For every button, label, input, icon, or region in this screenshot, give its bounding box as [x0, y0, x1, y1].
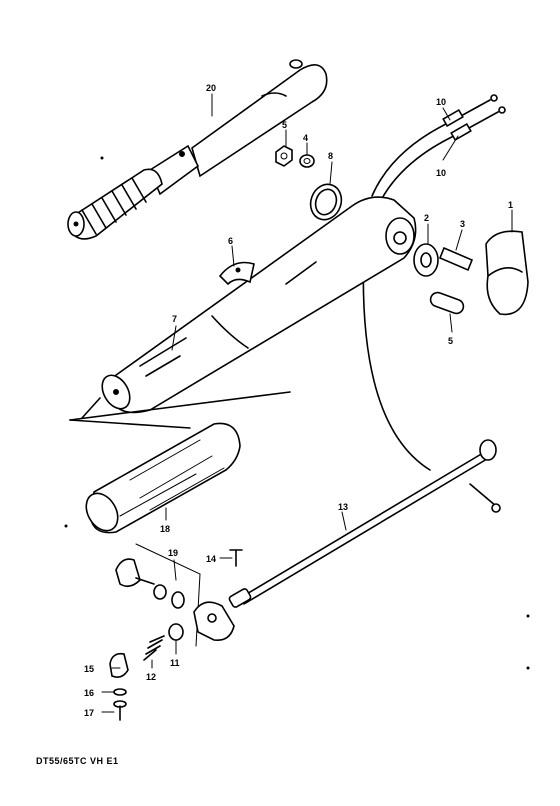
label-10b: 10 [436, 168, 446, 178]
label-11: 11 [170, 658, 180, 668]
label-20: 20 [206, 83, 216, 93]
label-5a: 5 [282, 120, 287, 130]
label-16: 16 [84, 688, 94, 698]
part-14-bolt [229, 549, 243, 567]
part-7-tiller-handle [81, 196, 417, 419]
part-17-screw [113, 700, 127, 721]
leader-lines [101, 93, 513, 713]
label-15: 15 [84, 664, 94, 674]
part-4-washer [299, 154, 315, 168]
part-10-throttle-cables [362, 94, 506, 471]
part-5-sleeve [429, 291, 465, 315]
label-6: 6 [228, 236, 233, 246]
label-10a: 10 [436, 97, 446, 107]
part-8-o-ring [309, 183, 343, 221]
label-12: 12 [146, 672, 156, 682]
label-2: 2 [424, 213, 429, 223]
part-12-spring [143, 635, 165, 661]
diagram-caption: DT55/65TC VH E1 [36, 756, 119, 766]
grip-ribs [81, 177, 147, 235]
part-15-knob [109, 652, 129, 678]
part-1-cover [485, 230, 529, 316]
part-labels: 20 5 4 8 10 10 1 2 3 5 6 7 18 13 19 14 1… [84, 83, 513, 718]
part-18-grip [69, 391, 291, 534]
label-1: 1 [508, 200, 513, 210]
part-5-nut [275, 145, 293, 167]
label-14: 14 [206, 554, 216, 564]
part-16-washer [113, 688, 127, 696]
label-18: 18 [160, 524, 170, 534]
part-3-pin [438, 246, 474, 272]
label-4: 4 [303, 133, 308, 143]
label-13: 13 [338, 502, 348, 512]
label-8: 8 [328, 151, 333, 161]
part-20-tiller-extension [67, 59, 328, 240]
label-7: 7 [172, 314, 177, 324]
label-17: 17 [84, 708, 94, 718]
label-5b: 5 [448, 336, 453, 346]
part-13-rod [228, 439, 501, 608]
part-19-switch [115, 543, 235, 647]
label-19: 19 [168, 548, 178, 558]
part-6-clip [218, 261, 255, 286]
label-3: 3 [460, 219, 465, 229]
part-2-bushing [413, 243, 439, 277]
part-11-cap [168, 623, 184, 641]
